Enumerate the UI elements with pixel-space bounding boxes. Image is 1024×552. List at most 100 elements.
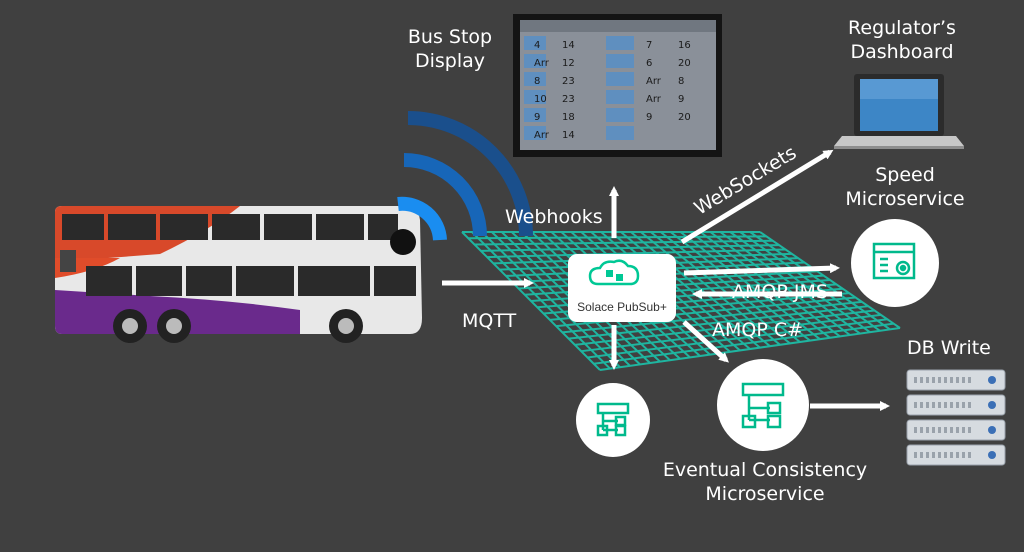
cloud-icon (588, 259, 640, 286)
display-cell-text: 23 (562, 94, 575, 105)
display-cell-text: 20 (678, 58, 691, 69)
server-vent (944, 427, 947, 433)
mesh-line (709, 231, 851, 336)
speed-microservice-label-line: Microservice (845, 188, 965, 210)
server-vent (932, 427, 935, 433)
route-cell (606, 90, 634, 104)
display-cell-text: Arr (534, 58, 550, 69)
flow-diagram-icon (741, 382, 785, 429)
mesh-line (481, 231, 621, 368)
server-vent (938, 452, 941, 458)
server-vent (914, 427, 917, 433)
connection-arrows (442, 149, 890, 411)
server-vent (968, 427, 971, 433)
amqp-jms-label: AMQP JMS (732, 281, 828, 303)
server-vent (926, 427, 929, 433)
server-vent (968, 377, 971, 383)
route-cell (606, 54, 634, 68)
bus-stop-display-label-line: Bus Stop (407, 26, 493, 48)
server-light (988, 376, 996, 384)
display-cell-text: 9 (678, 94, 684, 105)
laptop-icon (834, 74, 964, 149)
server-vent (956, 377, 959, 383)
display-cell-text: 20 (678, 112, 691, 123)
settings-window-icon (872, 242, 916, 280)
server-vent (944, 377, 947, 383)
server-vent (956, 402, 959, 408)
webhooks-label: Webhooks (505, 206, 603, 228)
display-cell-text: Arr (646, 94, 662, 105)
server-vent (926, 402, 929, 408)
server-vent (944, 452, 947, 458)
mesh-line (669, 231, 811, 342)
server-vent (932, 377, 935, 383)
server-vent (950, 377, 953, 383)
server-vent (920, 377, 923, 383)
solace-broker: Solace PubSub+ (568, 254, 676, 322)
wifi-signal-icon (397, 111, 533, 241)
server-vent (920, 452, 923, 458)
display-cell-text: 16 (678, 40, 691, 51)
route-cell (524, 126, 546, 140)
server-vent (944, 402, 947, 408)
route-cell (524, 72, 546, 86)
display-cell-text: 9 (646, 112, 652, 123)
display-cell-text: 4 (534, 40, 540, 51)
server-vent (956, 427, 959, 433)
server-light (988, 426, 996, 434)
route-cell (606, 126, 634, 140)
database-server-icon (906, 369, 1006, 466)
server-vent (950, 452, 953, 458)
server-vent (926, 452, 929, 458)
mesh-line (679, 231, 821, 340)
eventual-consistency-label-line: Microservice (705, 483, 825, 505)
mesh-line (640, 231, 781, 346)
broker-label: Solace PubSub+ (577, 300, 667, 314)
route-cell (606, 72, 634, 86)
mesh-line (471, 231, 611, 370)
db-write-label: DB Write (907, 337, 991, 359)
display-cell-text: 6 (646, 58, 652, 69)
server-vent (962, 377, 965, 383)
server-vent (914, 377, 917, 383)
mesh-line (620, 231, 761, 349)
mesh-line (461, 231, 601, 371)
server-vent (938, 377, 941, 383)
downstream-service-node (576, 383, 650, 457)
regulator-dashboard-label-line: Dashboard (850, 41, 954, 63)
display-cell-text: 7 (646, 40, 652, 51)
regulator-dashboard-label-line: Regulator’s (848, 17, 956, 39)
mesh-line (739, 231, 881, 332)
server-vent (968, 452, 971, 458)
server-vent (950, 427, 953, 433)
speed-out-arrow (683, 263, 840, 276)
server-vent (932, 452, 935, 458)
server-vent (956, 452, 959, 458)
bus-stop-display-label-line: Display (414, 50, 486, 72)
speed-microservice-node (851, 219, 939, 307)
event-mesh (461, 231, 901, 371)
mqtt-label: MQTT (462, 310, 517, 332)
gps-device-icon (390, 229, 416, 255)
amqp-csharp-label: AMQP C# (712, 319, 804, 341)
display-cell-text: 14 (562, 130, 575, 141)
server-vent (962, 427, 965, 433)
display-cell-text: Arr (534, 130, 550, 141)
mesh-line (491, 231, 631, 367)
speed-microservice-label-line: Speed (875, 164, 935, 186)
display-cell-text: 12 (562, 58, 575, 69)
mesh-line (689, 231, 831, 339)
display-cell-text: 14 (562, 40, 575, 51)
display-cell-text: Arr (646, 76, 662, 87)
mesh-line (729, 231, 871, 334)
mesh-line (699, 231, 841, 338)
server-vent (938, 427, 941, 433)
eventual-consistency-label-line: Eventual Consistency (662, 459, 868, 481)
display-cell-text: 9 (534, 112, 540, 123)
server-vent (920, 402, 923, 408)
route-cell (524, 90, 546, 104)
